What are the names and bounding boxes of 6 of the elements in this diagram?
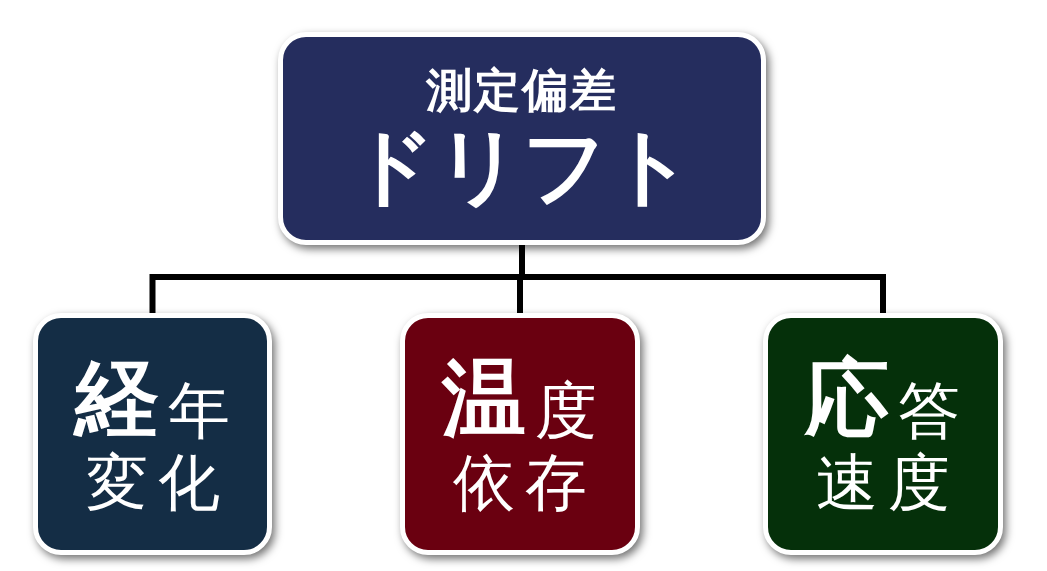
category-label: 経年変化 — [72, 350, 231, 518]
category-label: 温度依存 — [440, 350, 598, 518]
category-label: 応答速度 — [803, 350, 961, 518]
connector-line — [519, 245, 886, 313]
title-text: ドリフト — [350, 117, 694, 215]
subtitle-text: 測定偏差 — [426, 62, 618, 118]
